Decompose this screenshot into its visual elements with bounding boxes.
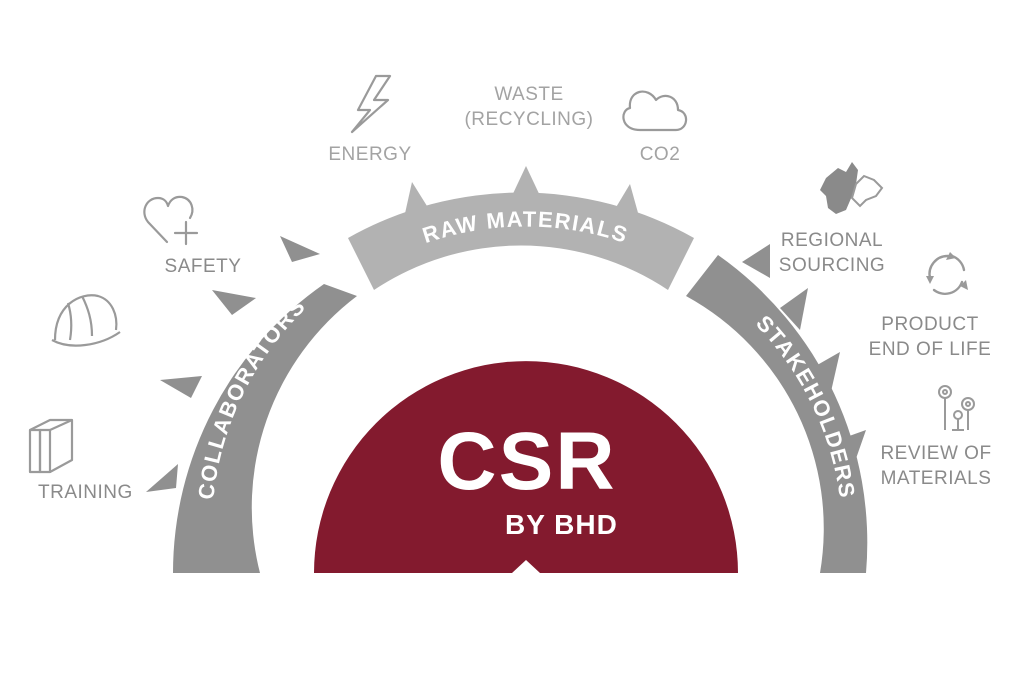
- recycle-icon: [926, 252, 968, 295]
- energy-label: ENERGY: [328, 144, 412, 165]
- collaborators-segment: [146, 236, 357, 573]
- co2-label: CO2: [639, 144, 681, 165]
- product-end-of-life-label-line1: PRODUCT: [881, 314, 979, 335]
- waste-label-line2: (RECYCLING): [464, 109, 594, 130]
- heart-plus-icon: [143, 195, 199, 246]
- books-icon: [28, 418, 74, 474]
- csr-title: CSR: [437, 416, 617, 507]
- flowers-icon: [938, 385, 975, 431]
- regional-sourcing-label-line1: REGIONAL: [780, 230, 884, 251]
- review-of-materials-label-line1: REVIEW OF: [880, 443, 992, 464]
- product-end-of-life-label-line2: END OF LIFE: [868, 339, 992, 360]
- waste-label-line1: WASTE: [494, 84, 564, 105]
- raw-materials-segment: [348, 166, 694, 290]
- csr-dome: [314, 361, 738, 573]
- cloud-icon: [622, 90, 688, 132]
- csr-subtitle: BY BHD: [505, 509, 618, 540]
- regional-sourcing-label-line2: SOURCING: [778, 255, 886, 276]
- review-of-materials-label-line2: MATERIALS: [880, 468, 992, 489]
- safety-label: SAFETY: [164, 256, 242, 277]
- stakeholders-segment: [686, 244, 868, 573]
- training-label: TRAINING: [38, 482, 133, 503]
- hard-hat-icon: [51, 294, 121, 347]
- lightning-icon: [350, 74, 392, 134]
- region-map-icon: [820, 162, 884, 214]
